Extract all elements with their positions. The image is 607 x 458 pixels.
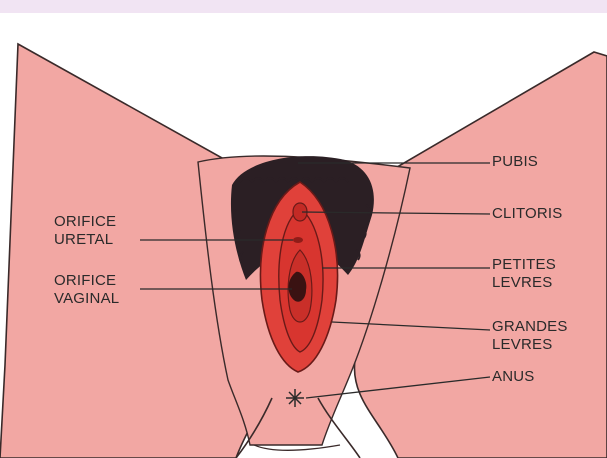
right-thigh	[354, 52, 607, 458]
label-grandes-levres-line1: GRANDES	[492, 318, 568, 336]
label-orifice-uretal: ORIFICE URETAL	[54, 213, 116, 249]
urethral-opening	[293, 237, 303, 243]
label-anus: ANUS	[492, 368, 534, 386]
label-petites-levres-line2: LEVRES	[492, 274, 556, 292]
label-orifice-vaginal: ORIFICE VAGINAL	[54, 272, 119, 308]
label-orifice-uretal-line1: ORIFICE	[54, 213, 116, 231]
label-grandes-levres: GRANDES LEVRES	[492, 318, 568, 354]
label-orifice-vaginal-line1: ORIFICE	[54, 272, 119, 290]
gluteal-cleft	[254, 445, 340, 450]
label-orifice-uretal-line2: URETAL	[54, 231, 116, 249]
label-clitoris: CLITORIS	[492, 205, 563, 223]
label-petites-levres: PETITES LEVRES	[492, 256, 556, 292]
label-anus-text: ANUS	[492, 368, 534, 386]
label-pubis: PUBIS	[492, 153, 538, 171]
label-grandes-levres-line2: LEVRES	[492, 336, 568, 354]
label-orifice-vaginal-line2: VAGINAL	[54, 290, 119, 308]
label-petites-levres-line1: PETITES	[492, 256, 556, 274]
label-clitoris-text: CLITORIS	[492, 205, 563, 223]
label-pubis-text: PUBIS	[492, 153, 538, 171]
